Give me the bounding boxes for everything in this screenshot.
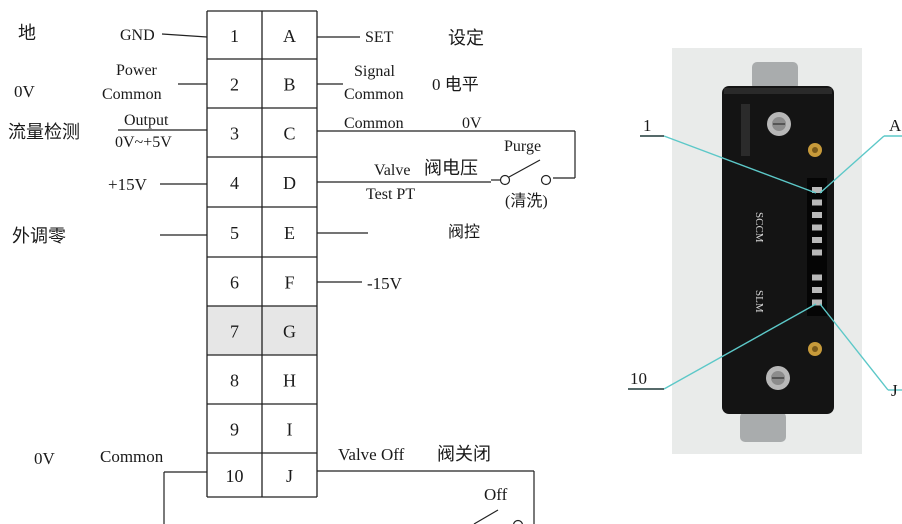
callout-a: A bbox=[889, 116, 902, 135]
pin-number-2: 2 bbox=[230, 75, 239, 95]
screw-top bbox=[767, 112, 791, 136]
device-photo: SCCM SLM 1 A 10 J bbox=[628, 48, 902, 454]
pin-letter-D: D bbox=[283, 173, 296, 193]
connector-pin bbox=[812, 187, 822, 193]
connector-pin bbox=[812, 237, 822, 243]
connector-pin bbox=[812, 199, 822, 206]
pin-letter-A: A bbox=[283, 26, 296, 46]
valve-ctrl-cn-label: 阀控 bbox=[448, 223, 480, 241]
set-cn-label: 设定 bbox=[448, 28, 484, 48]
pin-letter-E: E bbox=[284, 223, 295, 243]
output-range-label: 0V~+5V bbox=[115, 134, 172, 151]
pin-number-1: 1 bbox=[230, 26, 239, 46]
pin-number-4: 4 bbox=[230, 173, 239, 193]
connector-pin bbox=[812, 212, 822, 218]
device-text-sccm: SCCM bbox=[753, 212, 765, 243]
ground-cn-label: 地 bbox=[18, 23, 36, 43]
zero-v-label-2: 0V bbox=[14, 82, 36, 101]
screw-bottom bbox=[766, 366, 790, 390]
off-label: Off bbox=[484, 485, 508, 504]
pin-number-9: 9 bbox=[230, 420, 239, 440]
brass-fitting-bottom bbox=[808, 342, 822, 356]
pin-letter-C: C bbox=[283, 124, 295, 144]
valve-off-label: Valve Off bbox=[338, 445, 405, 464]
signal-common-label: Common bbox=[344, 86, 404, 103]
zero-v-label-10: 0V bbox=[34, 449, 56, 468]
callout-10: 10 bbox=[630, 369, 647, 388]
common-c-label: Common bbox=[344, 115, 404, 132]
valve-label: Valve bbox=[374, 162, 410, 179]
signal-label: Signal bbox=[354, 63, 395, 80]
callout-1: 1 bbox=[643, 116, 652, 135]
pin-letter-J: J bbox=[286, 466, 293, 486]
pin-table: 1 A 2 B 3 C 4 D 5 E 6 F 7 G 8 H 9 I 10 J bbox=[206, 10, 318, 498]
connector-pin bbox=[812, 274, 822, 281]
connector-pin bbox=[812, 287, 822, 293]
pin-letter-I: I bbox=[287, 420, 293, 440]
device-label-strip bbox=[741, 104, 750, 156]
pin-number-7: 7 bbox=[230, 322, 239, 342]
plus15v-label: +15V bbox=[108, 175, 148, 194]
connector-pin bbox=[812, 224, 822, 231]
pin-letter-B: B bbox=[283, 75, 295, 95]
zero-v-c-label: 0V bbox=[462, 115, 482, 132]
power-label: Power bbox=[116, 62, 158, 79]
pin-letter-F: F bbox=[284, 273, 294, 293]
power-common-label: Common bbox=[102, 86, 162, 103]
callout-j: J bbox=[891, 381, 898, 400]
off-switch bbox=[473, 509, 523, 524]
brass-fitting-top bbox=[808, 143, 822, 157]
pin-letter-H: H bbox=[283, 371, 296, 391]
right-wiring: SET 设定 Signal Common 0 电平 Common 0V Purg… bbox=[317, 28, 576, 524]
valve-off-cn-label: 阀关闭 bbox=[437, 444, 491, 464]
flow-detect-cn-label: 流量检测 bbox=[8, 122, 80, 142]
purge-switch bbox=[491, 159, 552, 186]
set-label: SET bbox=[365, 29, 394, 46]
connector-pin bbox=[812, 249, 822, 256]
test-pt-label: Test PT bbox=[366, 186, 415, 203]
minus15v-label: -15V bbox=[367, 274, 403, 293]
connector-pin bbox=[812, 299, 822, 306]
pin-number-8: 8 bbox=[230, 371, 239, 391]
valve-voltage-cn-label: 阀电压 bbox=[424, 158, 478, 178]
pin-number-3: 3 bbox=[230, 124, 239, 144]
pin-number-6: 6 bbox=[230, 273, 239, 293]
pin-number-5: 5 bbox=[230, 223, 239, 243]
purge-cn-label: (清洗) bbox=[505, 192, 548, 210]
device-text-slm: SLM bbox=[753, 290, 765, 313]
pin-number-10: 10 bbox=[226, 466, 244, 486]
common-10-label: Common bbox=[100, 447, 164, 466]
left-wiring: 地 GND 0V Power Common 流量检测 Output 0V~+5V… bbox=[8, 23, 208, 524]
ext-zero-cn-label: 外调零 bbox=[12, 226, 66, 246]
connector-header bbox=[807, 178, 827, 316]
gnd-label: GND bbox=[120, 27, 155, 44]
purge-label: Purge bbox=[504, 138, 541, 155]
output-label: Output bbox=[124, 112, 169, 129]
pin-letter-G: G bbox=[283, 322, 296, 342]
zero-level-cn-label: 0 电平 bbox=[432, 75, 479, 94]
